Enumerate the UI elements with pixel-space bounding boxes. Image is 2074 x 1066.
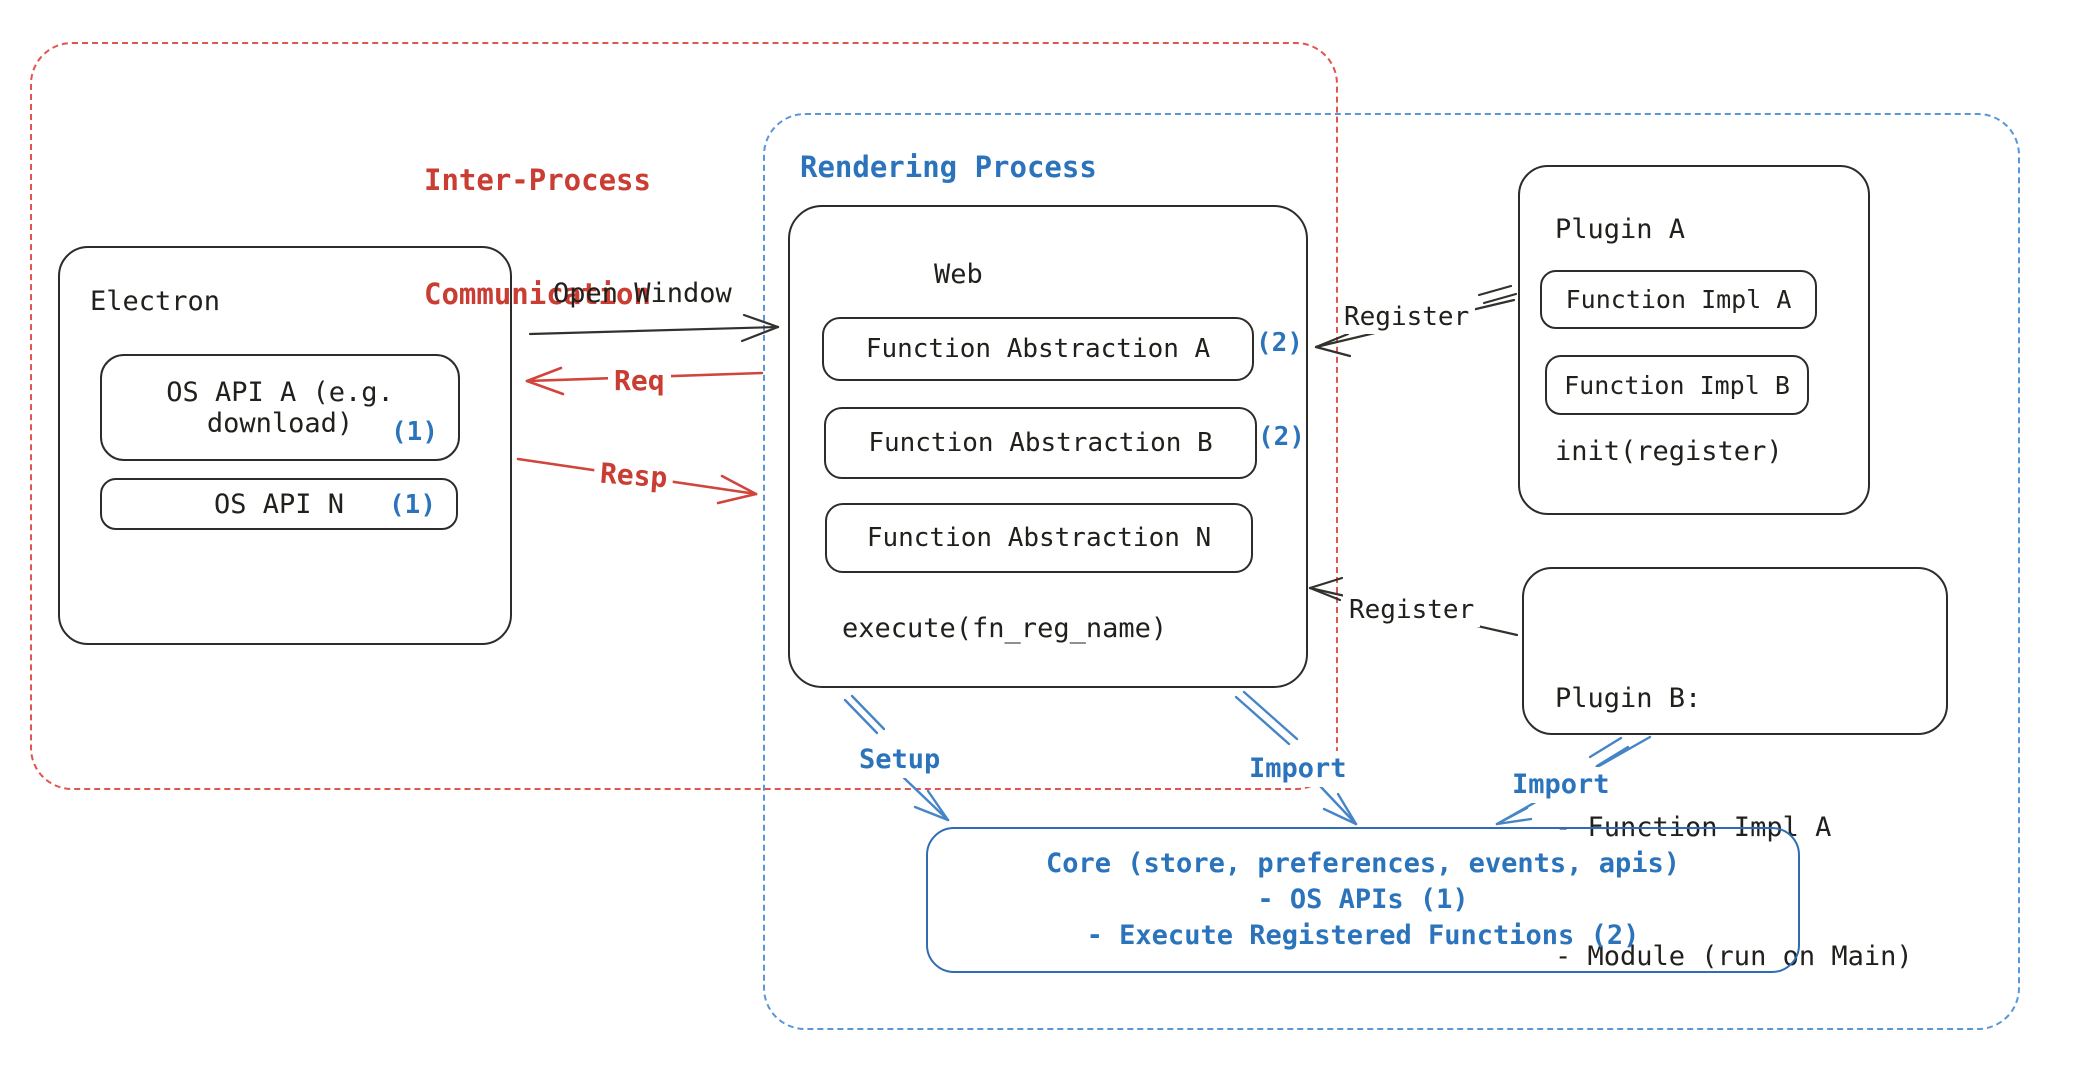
ipc-label-line1: Inter-Process xyxy=(424,162,651,197)
ipc-region-label: Inter-Process Communication xyxy=(424,84,651,390)
setup-label: Setup xyxy=(853,742,947,778)
os-api-n-box: OS API N (1) xyxy=(100,478,458,530)
function-impl-b-label: Function Impl B xyxy=(1564,370,1790,400)
function-abstraction-n-label: Function Abstraction N xyxy=(866,523,1212,553)
function-impl-b-box: Function Impl B xyxy=(1545,355,1809,415)
os-api-n-label: OS API N xyxy=(213,488,345,520)
init-register-label: init(register) xyxy=(1555,436,1783,467)
ipc-region-box xyxy=(30,42,1338,790)
function-impl-a-label: Function Impl A xyxy=(1565,285,1792,314)
function-abstraction-b-label: Function Abstraction B xyxy=(868,428,1213,458)
function-impl-a-box: Function Impl A xyxy=(1540,270,1817,329)
resp-label: Resp xyxy=(592,455,675,498)
req-label: Req xyxy=(608,363,671,400)
rendering-process-label: Rendering Process xyxy=(800,150,1097,184)
os-api-a-line2: download) xyxy=(206,407,354,439)
os-api-a-box: OS API A (e.g. download) (1) xyxy=(100,354,460,461)
function-abstraction-a-badge: (2) xyxy=(1256,328,1303,358)
plugin-b-title: Plugin B: xyxy=(1555,683,1702,714)
import-plugin-label: Import xyxy=(1506,767,1616,803)
electron-box: Electron OS API A (e.g. download) (1) OS… xyxy=(58,246,512,645)
web-title: Web xyxy=(934,259,983,290)
plugin-b-box: Plugin B: - Function Impl A - Module (ru… xyxy=(1522,567,1948,972)
function-abstraction-n-box: Function Abstraction N xyxy=(825,503,1253,573)
open-window-label: Open Window xyxy=(553,278,732,309)
register-bottom-label: Register xyxy=(1343,593,1481,628)
core-line-1: Core (store, preferences, events, apis) xyxy=(1046,848,1680,879)
plugin-a-title: Plugin A xyxy=(1555,214,1686,245)
import-web-label: Import xyxy=(1243,751,1353,787)
register-top-label: Register xyxy=(1338,300,1476,335)
function-abstraction-b-badge: (2) xyxy=(1258,422,1305,452)
function-abstraction-a-label: Function Abstraction A xyxy=(865,334,1211,364)
execute-label: execute(fn_reg_name) xyxy=(842,613,1168,644)
web-box: Web Function Abstraction A Function Abst… xyxy=(788,205,1308,688)
core-line-3: - Execute Registered Functions (2) xyxy=(1086,920,1640,951)
rendering-process-region-box xyxy=(763,113,2020,1030)
os-api-a-badge: (1) xyxy=(391,417,438,447)
core-box: Core (store, preferences, events, apis) … xyxy=(926,827,1800,973)
function-abstraction-a-box: Function Abstraction A xyxy=(822,317,1254,381)
os-api-a-line1: OS API A (e.g. xyxy=(166,376,394,408)
ipc-label-line2: Communication xyxy=(424,277,651,312)
plugin-b-item-2: - Module (run on Main) xyxy=(1555,941,1913,972)
function-abstraction-b-box: Function Abstraction B xyxy=(824,407,1257,479)
electron-title: Electron xyxy=(90,286,221,317)
core-line-2: - OS APIs (1) xyxy=(1257,884,1469,915)
plugin-a-box: Plugin A Function Impl A Function Impl B… xyxy=(1518,165,1870,515)
os-api-n-badge: (1) xyxy=(389,490,436,520)
